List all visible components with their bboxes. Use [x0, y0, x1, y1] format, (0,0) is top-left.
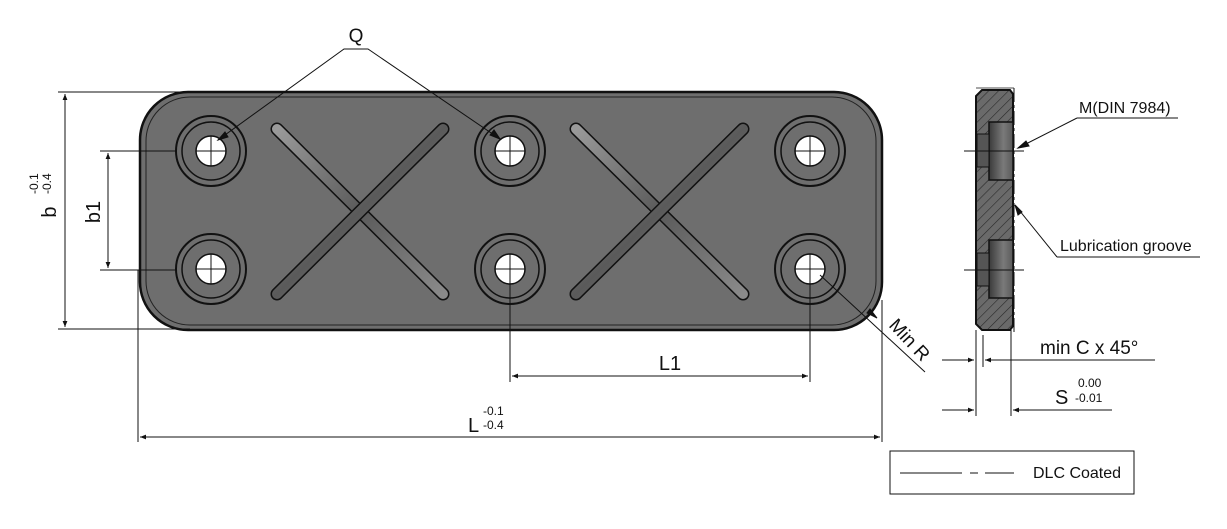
legend-box: DLC Coated	[889, 450, 1135, 495]
svg-text:-0.4: -0.4	[483, 418, 504, 432]
legend-label: DLC Coated	[1033, 465, 1121, 482]
s-label: S 0.00 -0.01	[1055, 376, 1103, 409]
dimension-b	[58, 91, 190, 330]
hole	[175, 115, 247, 187]
lubrication-groove-right	[569, 122, 750, 301]
front-view	[138, 90, 884, 332]
svg-text:b: b	[39, 206, 61, 217]
b-label: b -0.1 -0.4	[27, 173, 61, 218]
svg-text:-0.01: -0.01	[1075, 391, 1103, 405]
min-r-callout	[819, 274, 926, 373]
l-label: L -0.1 -0.4	[468, 404, 504, 437]
screw-label: M(DIN 7984)	[1079, 100, 1171, 117]
q-callout	[216, 48, 502, 141]
groove-callout	[1014, 204, 1200, 258]
svg-text:0.00: 0.00	[1078, 376, 1102, 390]
min-r-label: Min R	[884, 315, 933, 366]
screw-callout	[1016, 117, 1178, 149]
svg-text:-0.1: -0.1	[27, 173, 41, 194]
groove-label: Lubrication groove	[1060, 238, 1192, 255]
svg-text:-0.1: -0.1	[483, 404, 504, 418]
hole	[474, 115, 546, 187]
l1-label: L1	[659, 353, 681, 375]
lubrication-groove-left	[270, 122, 450, 301]
side-view	[964, 87, 1024, 332]
q-label: Q	[349, 26, 364, 47]
chamfer-label: min C x 45°	[1040, 338, 1138, 359]
hole	[774, 233, 846, 305]
svg-text:-0.4: -0.4	[40, 173, 54, 194]
hole	[175, 233, 247, 305]
b1-label: b1	[83, 201, 105, 223]
dimension-l1	[509, 284, 811, 382]
dimension-l	[137, 270, 883, 442]
svg-text:S: S	[1055, 387, 1068, 409]
svg-text:L: L	[468, 415, 479, 437]
dimension-chamfer	[942, 330, 1155, 416]
hole	[774, 115, 846, 187]
